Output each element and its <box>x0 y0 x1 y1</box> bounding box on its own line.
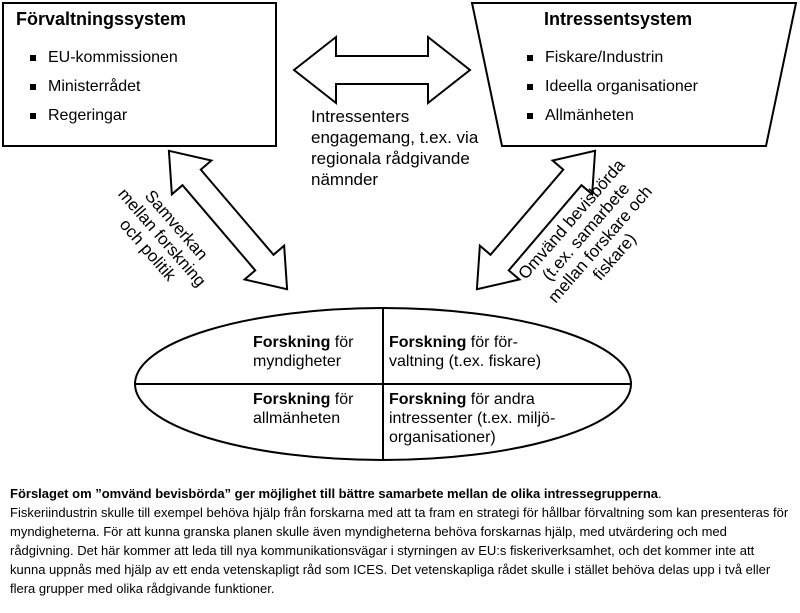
cell-bold: Forskning <box>389 334 467 351</box>
cell-research-stakeholders: Forskning för andra intressenter (t.ex. … <box>389 390 555 447</box>
cell-research-public: Forskning för allmänheten <box>253 390 353 428</box>
top-arrow-label: Intressenters engagemang, t.ex. via regi… <box>311 106 478 190</box>
diagram: Förvaltningssystem EU-kommissionen Minis… <box>2 2 798 461</box>
left-box-frame <box>2 2 277 147</box>
label-line: nämnder <box>311 170 379 189</box>
cell-text: för för- <box>466 334 518 351</box>
cell-research-management: Forskning för för- valtning (t.ex. fiska… <box>389 333 541 371</box>
cell-text: organisationer) <box>389 429 496 446</box>
cell-bold: Forskning <box>389 391 467 408</box>
label-line: engagemang, t.ex. via <box>311 128 479 147</box>
list-item: Fiskare/Industrin <box>527 48 698 77</box>
caption-lead-end: . <box>658 486 662 501</box>
cell-text: myndigheter <box>253 353 342 370</box>
figure-caption: Förslaget om ”omvänd bevisbörda” ger möj… <box>10 484 790 598</box>
label-line: regionala rådgivande <box>311 149 470 168</box>
list-item: Regeringar <box>30 106 178 135</box>
list-item: Ministerrådet <box>30 77 178 106</box>
cell-bold: Forskning <box>253 391 331 408</box>
list-item: EU-kommissionen <box>30 48 178 77</box>
right-box-list: Fiskare/Industrin Ideella organisationer… <box>527 48 698 135</box>
double-arrow-horizontal <box>292 34 472 106</box>
caption-lead: Förslaget om ”omvänd bevisbörda” ger möj… <box>10 486 659 501</box>
double-arrow-left-diagonal <box>167 149 289 291</box>
right-box-frame <box>470 2 798 147</box>
diagram-shapes <box>2 2 798 461</box>
caption-body: Fiskeriindustrin skulle till exempel beh… <box>10 505 789 596</box>
left-box-list: EU-kommissionen Ministerrådet Regeringar <box>30 48 178 135</box>
cell-text: för andra <box>466 391 535 408</box>
cell-text: för <box>330 334 354 351</box>
list-item: Allmänheten <box>527 106 698 135</box>
label-line: Intressenters <box>311 107 410 126</box>
cell-text: valtning (t.ex. fiskare) <box>389 353 542 370</box>
cell-text: för <box>330 391 354 408</box>
cell-text: intressenter (t.ex. miljö- <box>389 410 556 427</box>
left-box-title: Förvaltningssystem <box>16 9 187 29</box>
right-box-title: Intressentsystem <box>544 9 693 29</box>
cell-text: allmänheten <box>253 410 341 427</box>
double-arrow-right-diagonal <box>475 149 597 291</box>
cell-bold: Forskning <box>253 334 331 351</box>
list-item: Ideella organisationer <box>527 77 698 106</box>
cell-research-authorities: Forskning för myndigheter <box>253 333 353 371</box>
